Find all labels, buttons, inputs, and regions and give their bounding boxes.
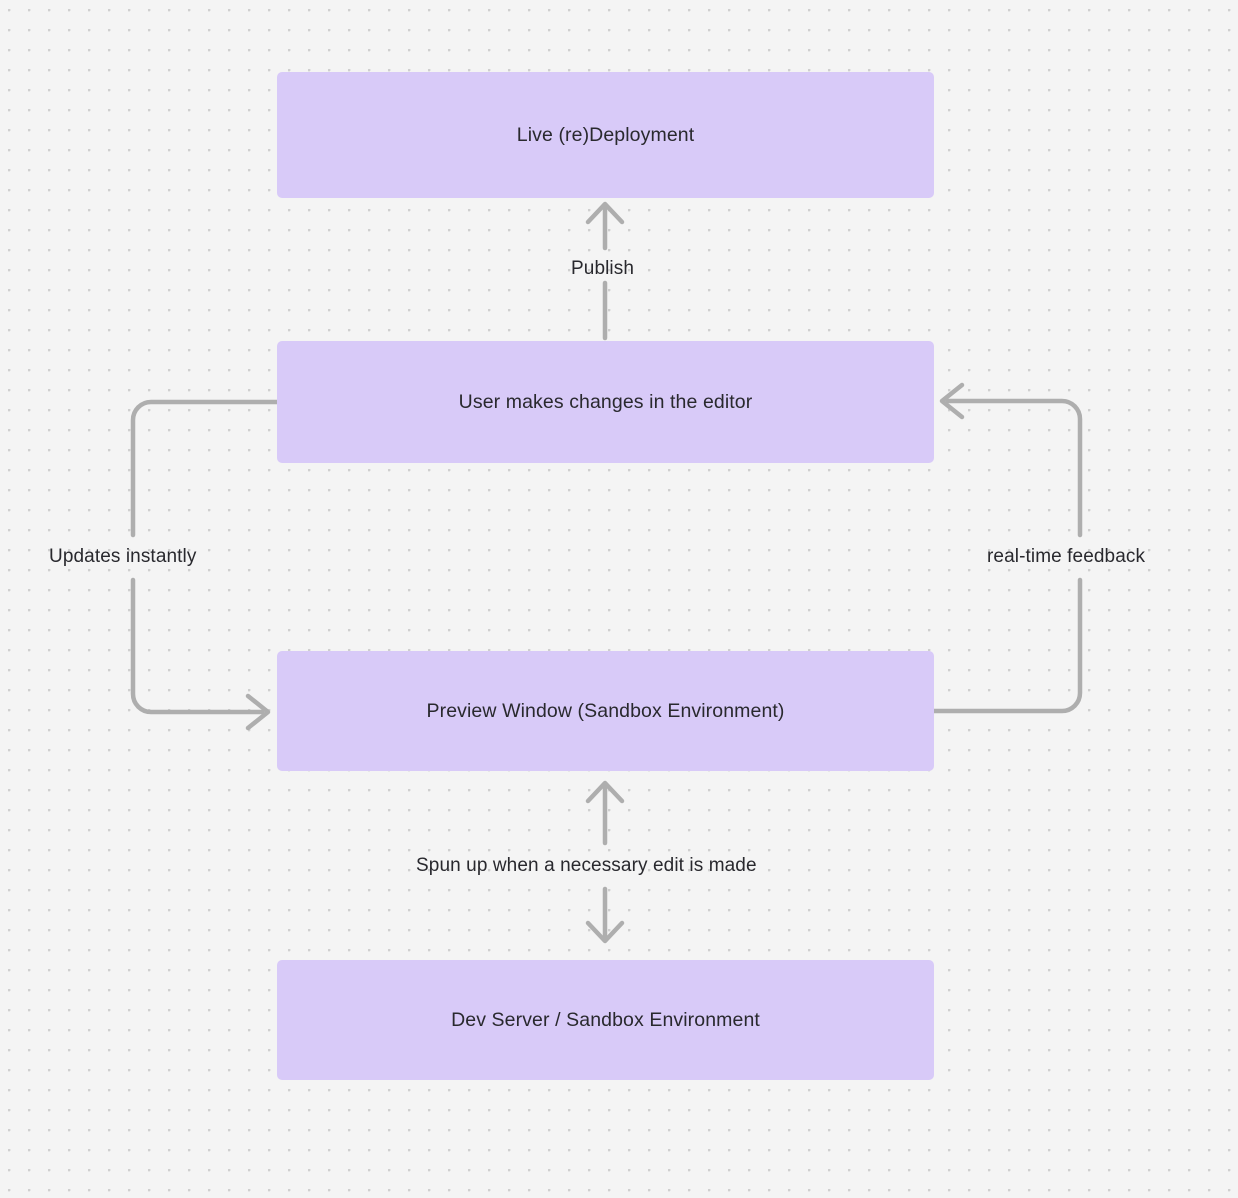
edge-realtime-bottom-segment xyxy=(931,577,1083,714)
node-editor[interactable]: User makes changes in the editor xyxy=(277,341,934,463)
node-editor-label: User makes changes in the editor xyxy=(458,390,753,413)
edge-spun-up-arrowhead xyxy=(585,780,625,804)
edge-label-real-time-feedback: real-time feedback xyxy=(987,546,1146,567)
node-preview-window[interactable]: Preview Window (Sandbox Environment) xyxy=(277,651,934,771)
edge-label-updates-instantly: Updates instantly xyxy=(49,546,197,567)
edge-label-publish: Publish xyxy=(571,258,635,279)
node-dev-server-label: Dev Server / Sandbox Environment xyxy=(451,1008,760,1031)
edge-label-spun-up: Spun up when a necessary edit is made xyxy=(416,855,757,876)
node-live-deployment[interactable]: Live (re)Deployment xyxy=(277,72,934,198)
edge-publish-arrowhead xyxy=(585,201,625,225)
edge-spun-down-arrowhead xyxy=(585,920,625,944)
node-live-deployment-label: Live (re)Deployment xyxy=(516,123,695,146)
node-preview-window-label: Preview Window (Sandbox Environment) xyxy=(426,699,785,722)
edge-realtime-arrowhead xyxy=(939,382,965,420)
node-dev-server[interactable]: Dev Server / Sandbox Environment xyxy=(277,960,934,1080)
edge-updates-arrowhead xyxy=(245,693,271,731)
edge-updates-bottom-segment xyxy=(130,577,265,715)
edge-updates-top-segment xyxy=(130,399,280,538)
edge-realtime-top-segment xyxy=(945,398,1083,538)
